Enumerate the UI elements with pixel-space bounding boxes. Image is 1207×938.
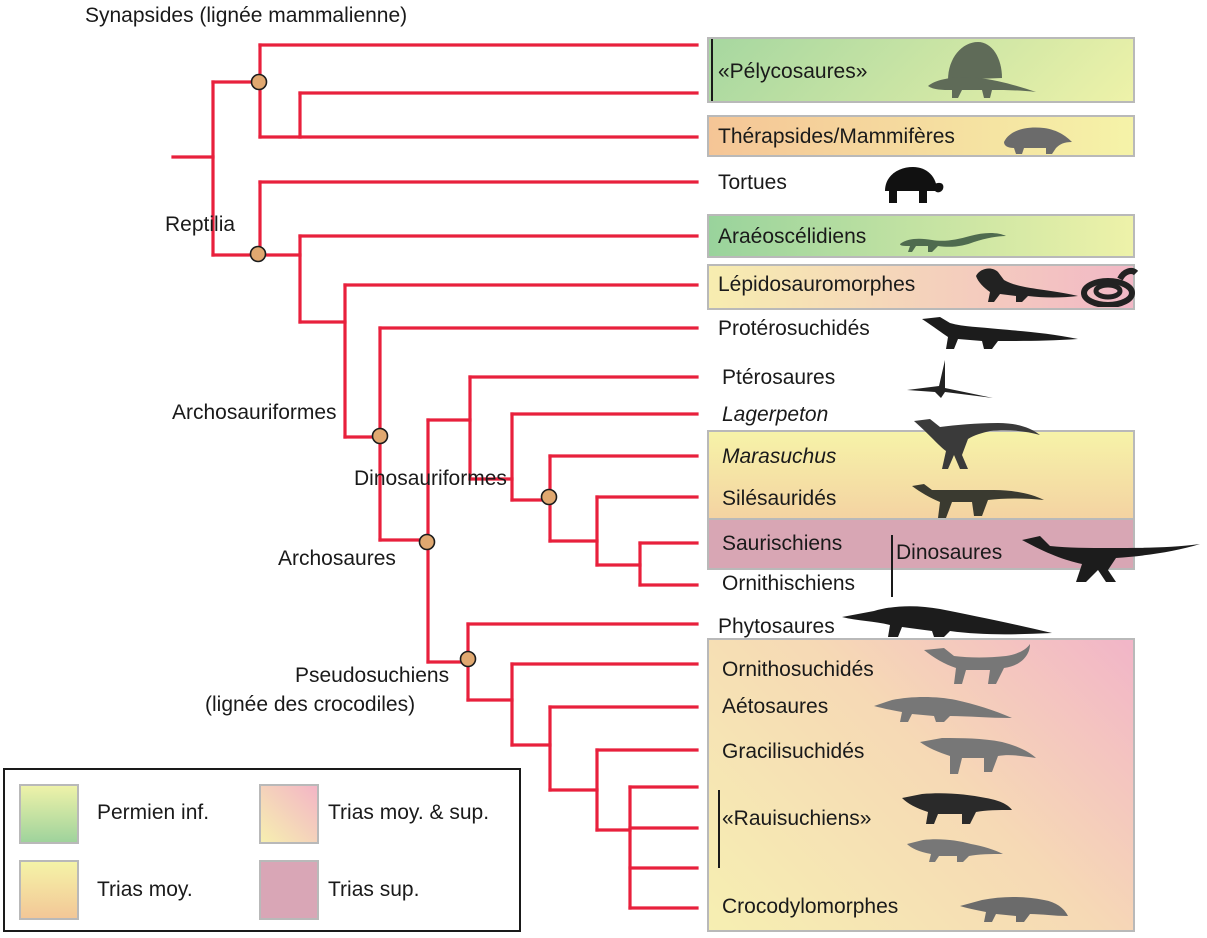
taxon-marasuchus: Marasuchus [722,445,836,469]
silesaur-icon [908,480,1048,520]
node-label-archosaures: Archosaures [278,547,396,571]
rauisuchian-icon [900,790,1015,826]
dinosaur-icon [1020,534,1204,584]
taxon-araeoscelidiens: Araéoscélidiens [718,225,866,249]
node-label-pseudosuchiens-sub: (lignée des crocodiles) [205,693,415,717]
tortoise-icon [877,163,945,205]
node-label-archosauriformes: Archosauriformes [172,401,337,425]
taxon-gracilisuchides: Gracilisuchidés [722,740,864,764]
legend-label-trias-moy: Trias moy. [97,878,193,902]
iguana-icon [970,262,1080,304]
taxon-rauisuchiens: «Rauisuchiens» [722,807,871,831]
rauisuchiens-bracket [718,790,720,868]
taxon-pterosaures: Ptérosaures [722,366,835,390]
taxon-ornithosuchides: Ornithosuchidés [722,658,874,682]
taxon-proterosuchides: Protérosuchidés [718,317,870,341]
phytosaur-icon [840,603,1055,639]
gracilisuchid-icon [918,732,1038,776]
snake-icon [1080,265,1138,307]
taxon-phytosaures: Phytosaures [718,615,835,639]
legend: Permien inf. Trias moy. Trias moy. & sup… [3,768,521,932]
legend-swatch-trias-moy [19,860,79,920]
taxon-silesaurides: Silésauridés [722,487,836,511]
pterosaur-icon [905,358,995,404]
legend-swatch-trias-sup [259,860,319,920]
taxon-aetosaures: Aétosaures [722,695,828,719]
legend-label-trias-sup: Trias sup. [328,878,419,902]
dimetrodon-icon [918,38,1038,100]
dinosaures-bracket [891,535,893,597]
pelycosaures-bracket [711,39,713,101]
node-markers [251,75,557,667]
small-rauisuchian-icon [905,836,1005,864]
crocodylomorph-icon [958,890,1070,924]
legend-swatch-trias-moy-sup [259,784,319,844]
ornithosuchid-icon [922,642,1034,688]
lizard-icon [898,226,1010,254]
proterosuchid-icon [920,315,1080,351]
taxon-tortues: Tortues [718,171,787,195]
legend-swatch-permien [19,784,79,844]
synapsides-label: Synapsides (lignée mammalienne) [85,4,407,28]
aetosaur-icon [872,692,1014,724]
taxon-ornithischiens: Ornithischiens [722,572,855,596]
taxon-saurischiens: Saurischiens [722,532,842,556]
node-label-reptilia: Reptilia [165,213,235,237]
lagerpeton-icon [908,415,1043,471]
taxon-lepidosauromorphes: Lépidosauromorphes [718,273,915,297]
legend-label-trias-moy-sup: Trias moy. & sup. [328,801,489,825]
taxon-crocodylomorphes: Crocodylomorphes [722,895,898,919]
taxon-therapsides: Thérapsides/Mammifères [718,125,955,149]
node-label-dinosauriformes: Dinosauriformes [354,467,507,491]
legend-label-permien: Permien inf. [97,801,209,825]
taxon-pelycosaures: «Pélycosaures» [718,60,867,84]
therapsid-icon [1000,120,1075,156]
clade-dinosaures: Dinosaures [896,541,1002,565]
taxon-lagerpeton: Lagerpeton [722,403,828,427]
node-label-pseudosuchiens: Pseudosuchiens [295,664,449,688]
